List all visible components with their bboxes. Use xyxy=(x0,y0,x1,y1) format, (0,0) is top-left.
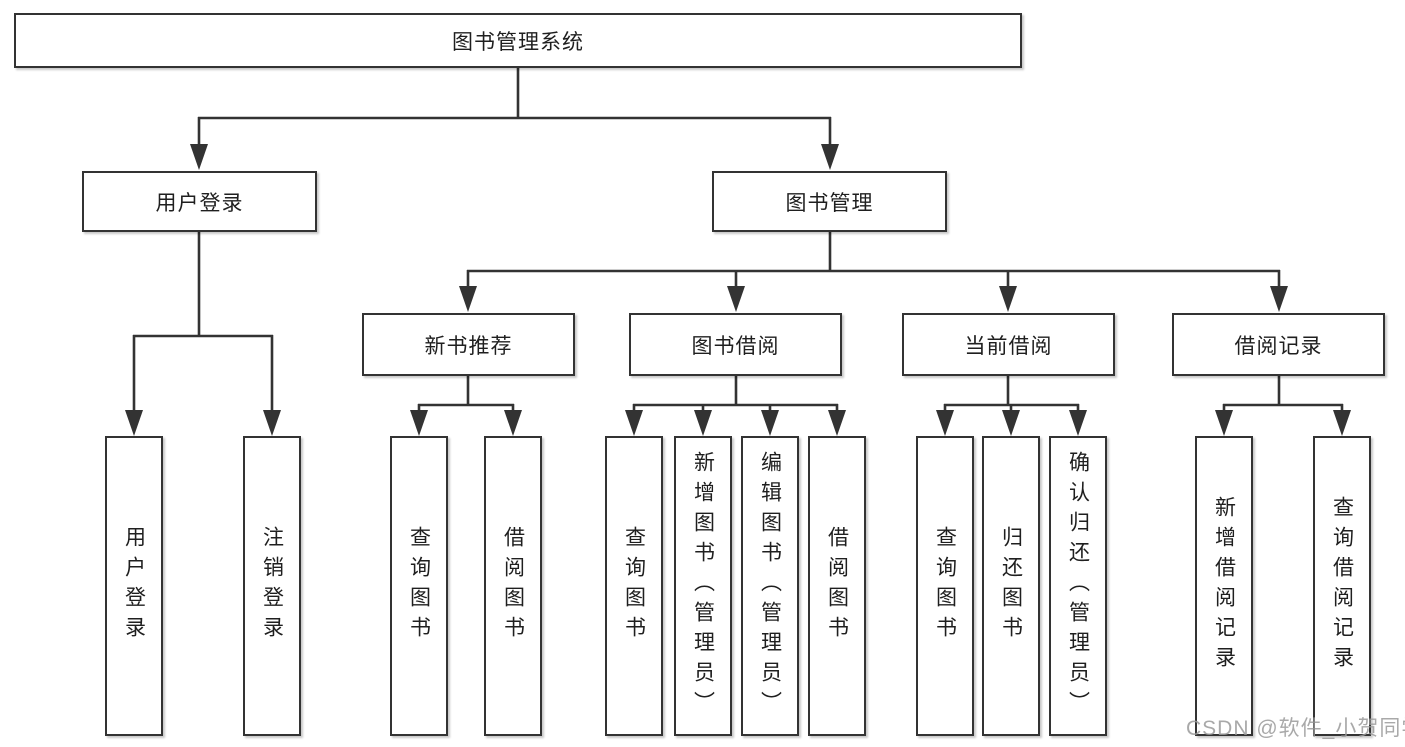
leaf-label: 用户登录 xyxy=(122,526,146,646)
leaf-logout: 注销登录 xyxy=(243,436,301,736)
leaf-query-books-current: 查询图书 xyxy=(916,436,974,736)
leaf-user-login: 用户登录 xyxy=(105,436,163,736)
leaf-label: 查询借阅记录 xyxy=(1330,496,1354,676)
leaf-query-books-borrow: 查询图书 xyxy=(605,436,663,736)
leaf-label: 借阅图书 xyxy=(501,526,525,646)
connector-current-borrow-branch xyxy=(936,376,1087,436)
node-label: 当前借阅 xyxy=(964,334,1053,358)
leaf-label: 借阅图书 xyxy=(825,526,849,646)
node-borrow-records: 借阅记录 xyxy=(1172,313,1385,376)
leaf-query-books-recommend: 查询图书 xyxy=(390,436,448,736)
leaf-label: 查询图书 xyxy=(622,526,646,646)
leaf-edit-books-admin: 编辑图书（管理员） xyxy=(741,436,799,736)
leaf-label: 新增借阅记录 xyxy=(1212,496,1236,676)
leaf-add-borrow-record: 新增借阅记录 xyxy=(1195,436,1253,736)
leaf-borrow-books-recommend: 借阅图书 xyxy=(484,436,542,736)
node-new-book-recommend: 新书推荐 xyxy=(362,313,575,376)
leaf-label: 编辑图书（管理员） xyxy=(758,451,782,721)
node-label: 图书管理 xyxy=(785,191,874,215)
connector-root-to-level2 xyxy=(190,68,839,170)
connector-book-borrow-branch xyxy=(625,376,846,436)
leaf-label: 查询图书 xyxy=(933,526,957,646)
node-library-management-system: 图书管理系统 xyxy=(14,13,1022,68)
leaf-borrow-books: 借阅图书 xyxy=(808,436,866,736)
leaf-return-books: 归还图书 xyxy=(982,436,1040,736)
node-user-login: 用户登录 xyxy=(82,171,317,232)
leaf-query-borrow-record: 查询借阅记录 xyxy=(1313,436,1371,736)
leaf-add-books-admin: 新增图书（管理员） xyxy=(674,436,732,736)
csdn-watermark: CSDN @软件_小贺同学 xyxy=(1186,717,1405,740)
connector-borrow-records-branch xyxy=(1215,376,1351,436)
node-label: 图书管理系统 xyxy=(452,30,584,54)
leaf-label: 新增图书（管理员） xyxy=(691,451,715,721)
node-current-borrow: 当前借阅 xyxy=(902,313,1115,376)
connector-book-management-to-level3 xyxy=(459,232,1288,312)
node-label: 新书推荐 xyxy=(424,334,513,358)
connector-user-login-branch xyxy=(125,232,281,436)
leaf-confirm-return-admin: 确认归还（管理员） xyxy=(1049,436,1107,736)
node-book-management: 图书管理 xyxy=(712,171,947,232)
connector-new-book-recommend-branch xyxy=(410,376,522,436)
node-label: 借阅记录 xyxy=(1234,334,1323,358)
leaf-label: 确认归还（管理员） xyxy=(1066,451,1090,721)
leaf-label: 注销登录 xyxy=(260,526,284,646)
leaf-label: 归还图书 xyxy=(999,526,1023,646)
leaf-label: 查询图书 xyxy=(407,526,431,646)
node-label: 图书借阅 xyxy=(691,334,780,358)
node-book-borrow: 图书借阅 xyxy=(629,313,842,376)
node-label: 用户登录 xyxy=(155,191,244,215)
